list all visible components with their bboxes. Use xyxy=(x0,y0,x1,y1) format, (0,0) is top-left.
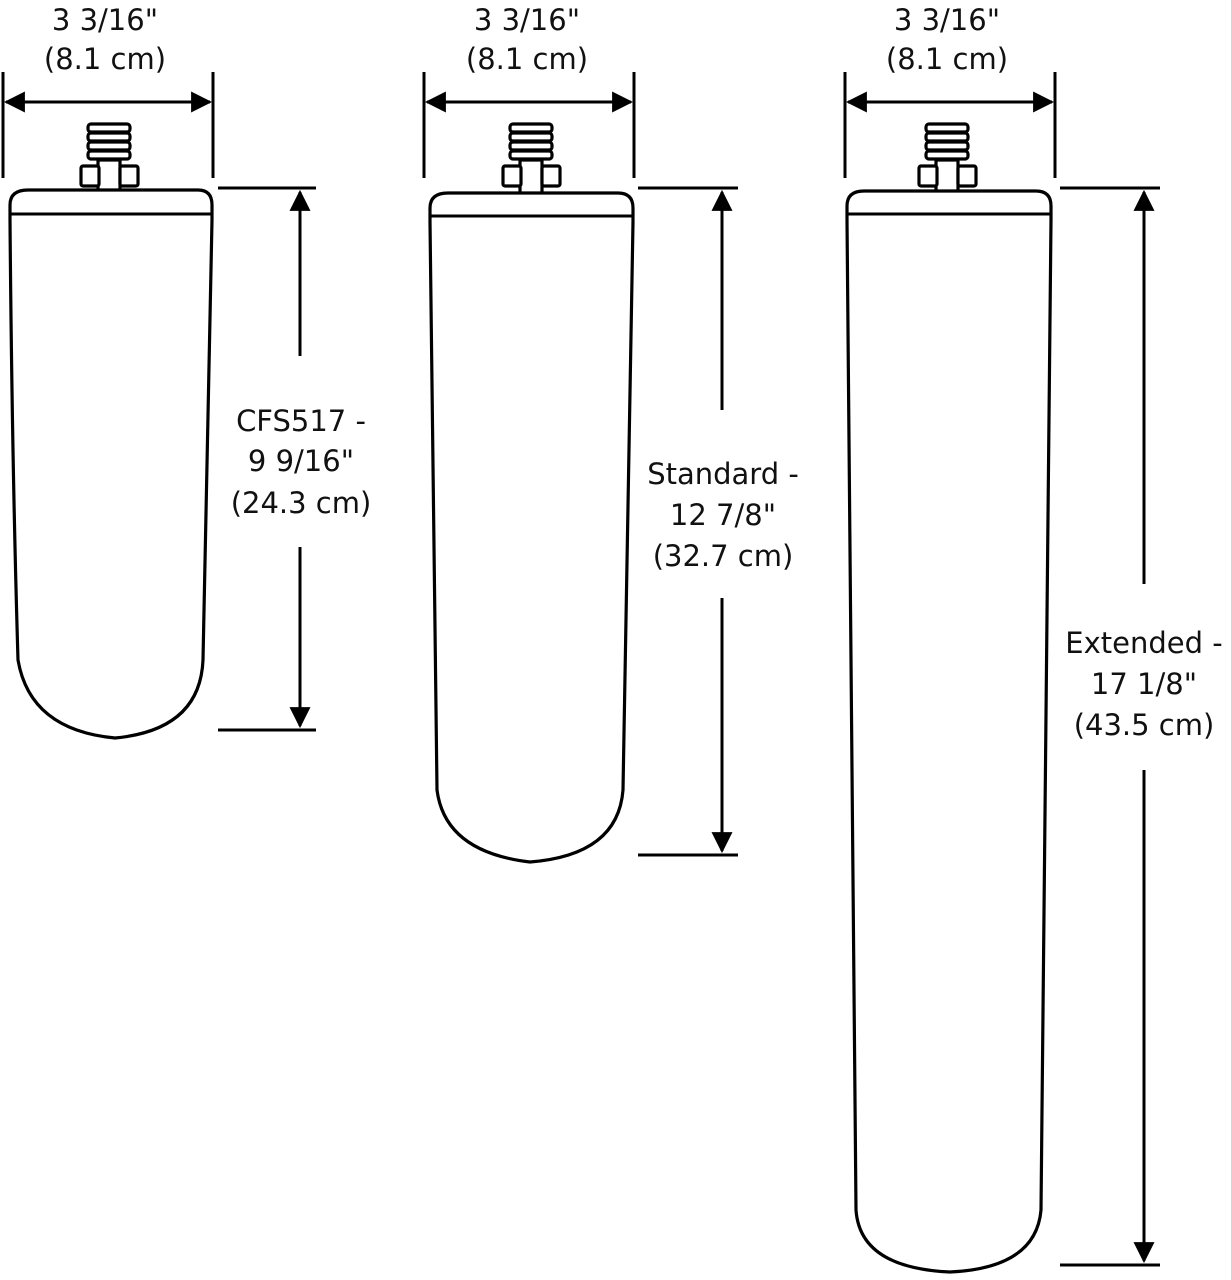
width-cm-label-3: (8.1 cm) xyxy=(886,42,1008,76)
connector-head-1 xyxy=(79,122,140,198)
height-cm-label-3: (43.5 cm) xyxy=(1074,708,1215,742)
height-cm-label-2: (32.7 cm) xyxy=(653,539,794,573)
cartridge-extended: 3 3/16" (8.1 cm) Extended - 17 1/8" (43.… xyxy=(843,3,1223,1274)
height-inches-label-2: 12 7/8" xyxy=(670,498,776,532)
width-inches-label-3: 3 3/16" xyxy=(894,3,1000,37)
width-cm-label-2: (8.1 cm) xyxy=(466,42,588,76)
cartridge-body-2 xyxy=(428,191,635,864)
connector-head-2 xyxy=(501,122,562,198)
height-inches-label-3: 17 1/8" xyxy=(1091,667,1197,701)
width-dimension-1: 3 3/16" (8.1 cm) xyxy=(1,3,215,178)
height-cm-label-1: (24.3 cm) xyxy=(231,486,372,520)
width-inches-label-2: 3 3/16" xyxy=(474,3,580,37)
height-dimension-1: CFS517 - 9 9/16" (24.3 cm) xyxy=(218,186,372,732)
width-dimension-3: 3 3/16" (8.1 cm) xyxy=(843,3,1057,178)
height-name-label-1: CFS517 - xyxy=(236,404,366,438)
cartridge-standard: 3 3/16" (8.1 cm) Standard - 12 7/8" (32.… xyxy=(422,3,799,864)
height-name-label-3: Extended - xyxy=(1065,626,1222,660)
cartridge-body-3 xyxy=(845,189,1053,1274)
width-cm-label-1: (8.1 cm) xyxy=(44,42,166,76)
cartridge-cfs517: 3 3/16" (8.1 cm) CFS517 - 9 9/16" (24.3 … xyxy=(1,3,372,740)
width-inches-label-1: 3 3/16" xyxy=(52,3,158,37)
width-dimension-2: 3 3/16" (8.1 cm) xyxy=(422,3,636,178)
height-inches-label-1: 9 9/16" xyxy=(248,444,354,478)
cartridge-body-1 xyxy=(8,188,214,740)
height-dimension-2: Standard - 12 7/8" (32.7 cm) xyxy=(638,186,799,857)
height-name-label-2: Standard - xyxy=(647,457,799,491)
height-dimension-3: Extended - 17 1/8" (43.5 cm) xyxy=(1060,186,1223,1267)
connector-head-3 xyxy=(917,122,978,198)
